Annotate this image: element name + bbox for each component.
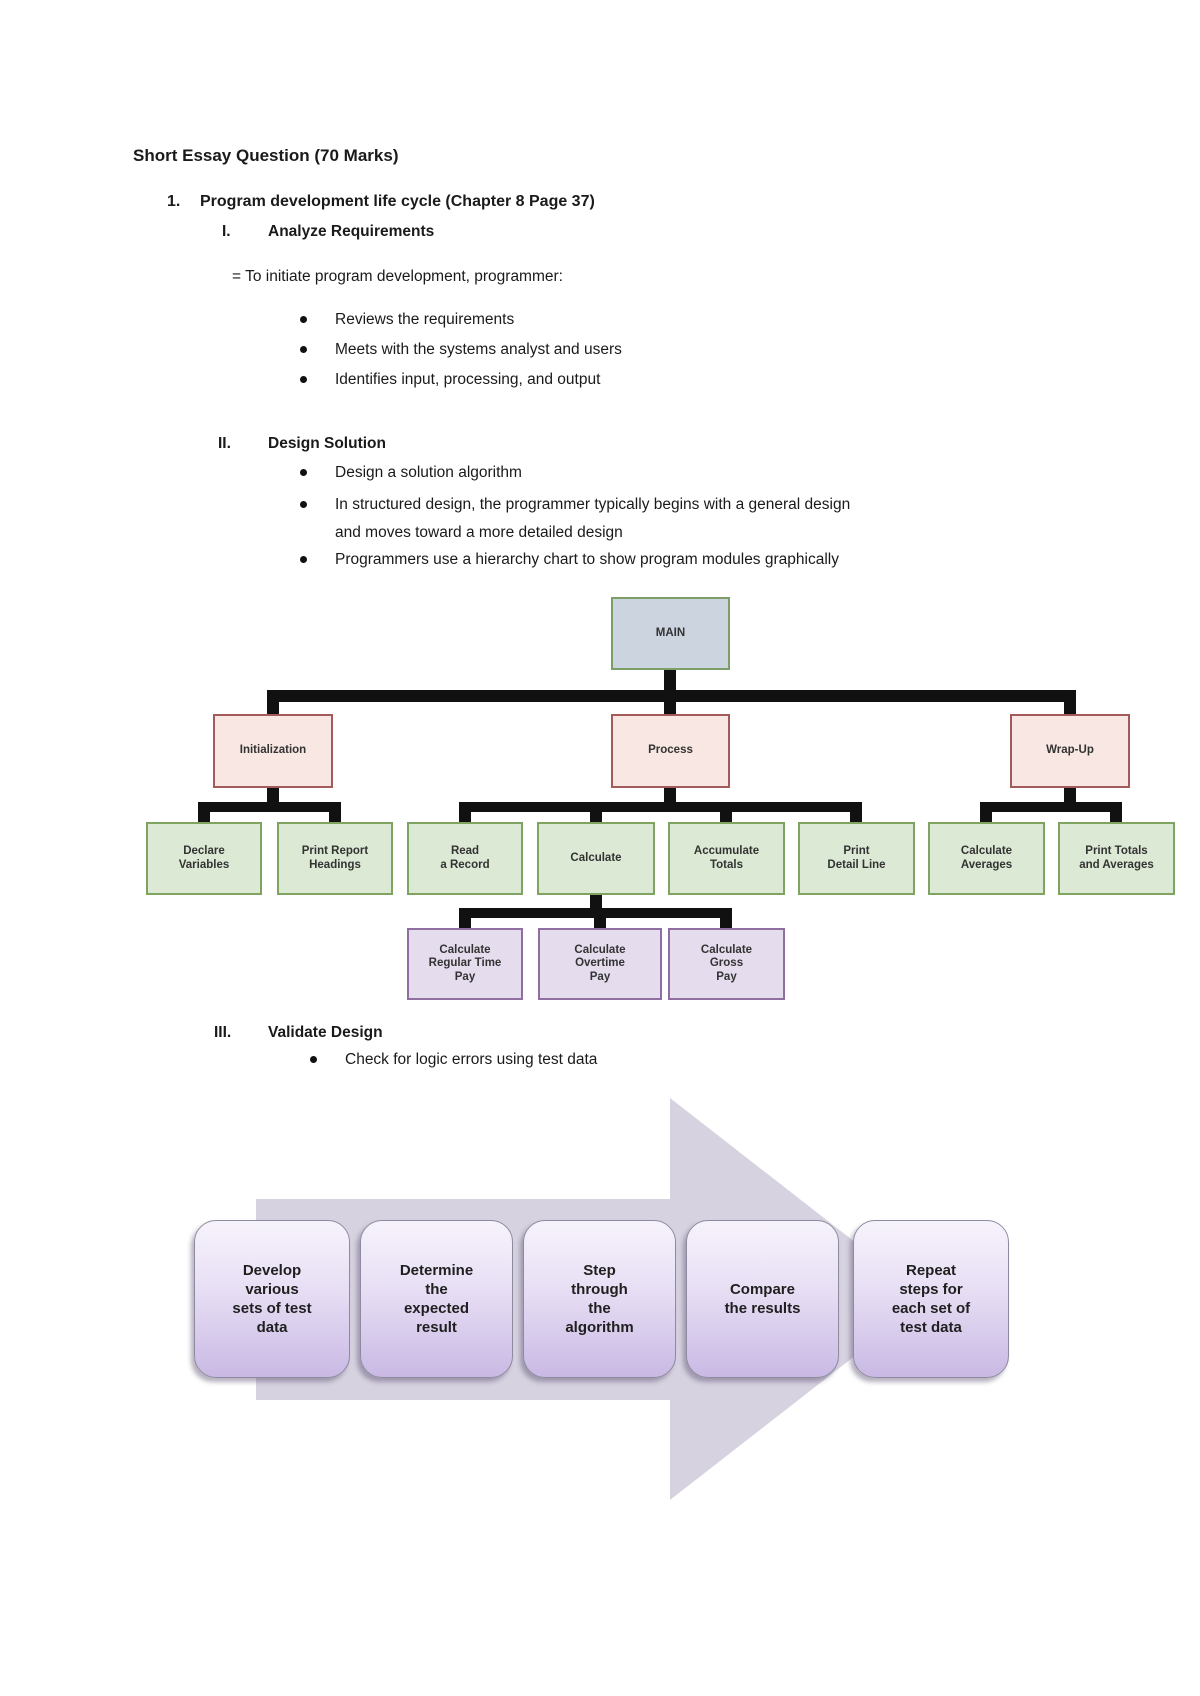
- bullet-item: Check for logic errors using test data: [310, 1046, 597, 1074]
- bullet-item: In structured design, the programmer typ…: [300, 491, 850, 547]
- chart-box-print-detail-line: Print Detail Line: [798, 822, 915, 895]
- bullet-item: Programmers use a hierarchy chart to sho…: [300, 546, 839, 574]
- step-box-repeat-steps: Repeat steps for each set of test data: [853, 1220, 1009, 1378]
- connector-stub: [267, 702, 279, 716]
- connector-stub: [198, 812, 210, 824]
- step-box-step-through-algorithm: Step through the algorithm: [523, 1220, 676, 1378]
- section-title: Design Solution: [268, 435, 386, 452]
- connector-stub: [664, 702, 676, 716]
- chart-box-print-totals-and-averages: Print Totals and Averages: [1058, 822, 1175, 895]
- bullet-icon: [300, 316, 307, 323]
- connector-stub: [720, 812, 732, 824]
- connector-stub: [329, 812, 341, 824]
- section-heading-2: II. Design Solution: [218, 435, 386, 453]
- bullet-item: Reviews the requirements: [300, 306, 514, 334]
- section-title: Validate Design: [268, 1024, 383, 1041]
- connector-main-bar: [267, 690, 1076, 702]
- section-numeral: I.: [222, 223, 231, 240]
- bullet-text: Meets with the systems analyst and users: [335, 341, 622, 358]
- connector-stub: [1064, 786, 1076, 804]
- chart-box-process: Process: [611, 714, 730, 788]
- bullet-icon: [300, 376, 307, 383]
- chart-box-accumulate-totals: Accumulate Totals: [668, 822, 785, 895]
- chart-box-wrap-up: Wrap-Up: [1010, 714, 1130, 788]
- chart-box-calculate-averages: Calculate Averages: [928, 822, 1045, 895]
- chart-box-calculate-regular-time-pay: Calculate Regular Time Pay: [407, 928, 523, 1000]
- connector-stub: [720, 918, 732, 930]
- step-box-compare-results: Compare the results: [686, 1220, 839, 1378]
- bullet-item: Identifies input, processing, and output: [300, 366, 600, 394]
- step-box-determine-expected-result: Determine the expected result: [360, 1220, 513, 1378]
- bullet-text: Check for logic errors using test data: [345, 1051, 598, 1068]
- connector-bar: [198, 802, 341, 812]
- chart-box-main: MAIN: [611, 597, 730, 670]
- page-title: Short Essay Question (70 Marks): [133, 146, 399, 165]
- connector-stub: [850, 812, 862, 824]
- connector-stub: [664, 786, 676, 804]
- section-heading-3: III. Validate Design: [214, 1024, 383, 1042]
- bullet-item: Design a solution algorithm: [300, 459, 522, 487]
- chart-box-calculate-gross-pay: Calculate Gross Pay: [668, 928, 785, 1000]
- section-intro: = To initiate program development, progr…: [232, 268, 563, 285]
- bullet-icon: [300, 556, 307, 563]
- step-box-develop-test-data: Develop various sets of test data: [194, 1220, 350, 1378]
- chart-box-print-report-headings: Print Report Headings: [277, 822, 393, 895]
- connector-stub: [459, 812, 471, 824]
- connector-bar: [459, 802, 862, 812]
- bullet-text: Programmers use a hierarchy chart to sho…: [335, 551, 839, 568]
- numbered-item-number: 1.: [167, 193, 181, 210]
- bullet-text: Design a solution algorithm: [335, 464, 522, 481]
- connector-stub: [459, 918, 471, 930]
- section-numeral: III.: [214, 1024, 232, 1041]
- chart-box-calculate-overtime-pay: Calculate Overtime Pay: [538, 928, 662, 1000]
- connector-stub: [590, 812, 602, 824]
- section-numeral: II.: [218, 435, 231, 452]
- connector-stub: [1110, 812, 1122, 824]
- bullet-icon: [310, 1056, 317, 1063]
- bullet-text: In structured design, the programmer typ…: [335, 496, 851, 541]
- connector-stub: [980, 812, 992, 824]
- chart-box-declare-variables: Declare Variables: [146, 822, 262, 895]
- connector-stub: [590, 893, 602, 910]
- section-title: Analyze Requirements: [268, 223, 435, 240]
- connector-bar: [980, 802, 1122, 812]
- section-heading-1: I. Analyze Requirements: [222, 223, 434, 241]
- bullet-text: Reviews the requirements: [335, 311, 515, 328]
- connector-bar: [459, 908, 732, 918]
- numbered-item: 1. Program development life cycle (Chapte…: [167, 193, 595, 211]
- bullet-icon: [300, 469, 307, 476]
- bullet-item: Meets with the systems analyst and users: [300, 336, 622, 364]
- bullet-icon: [300, 501, 307, 508]
- connector-main-stub: [664, 668, 676, 694]
- connector-stub: [1064, 702, 1076, 716]
- connector-stub: [594, 918, 606, 930]
- numbered-item-text: Program development life cycle (Chapter …: [200, 193, 595, 210]
- chart-box-calculate: Calculate: [537, 822, 655, 895]
- chart-box-read-a-record: Read a Record: [407, 822, 523, 895]
- bullet-text: Identifies input, processing, and output: [335, 371, 601, 388]
- bullet-icon: [300, 346, 307, 353]
- chart-box-initialization: Initialization: [213, 714, 333, 788]
- connector-stub: [267, 786, 279, 804]
